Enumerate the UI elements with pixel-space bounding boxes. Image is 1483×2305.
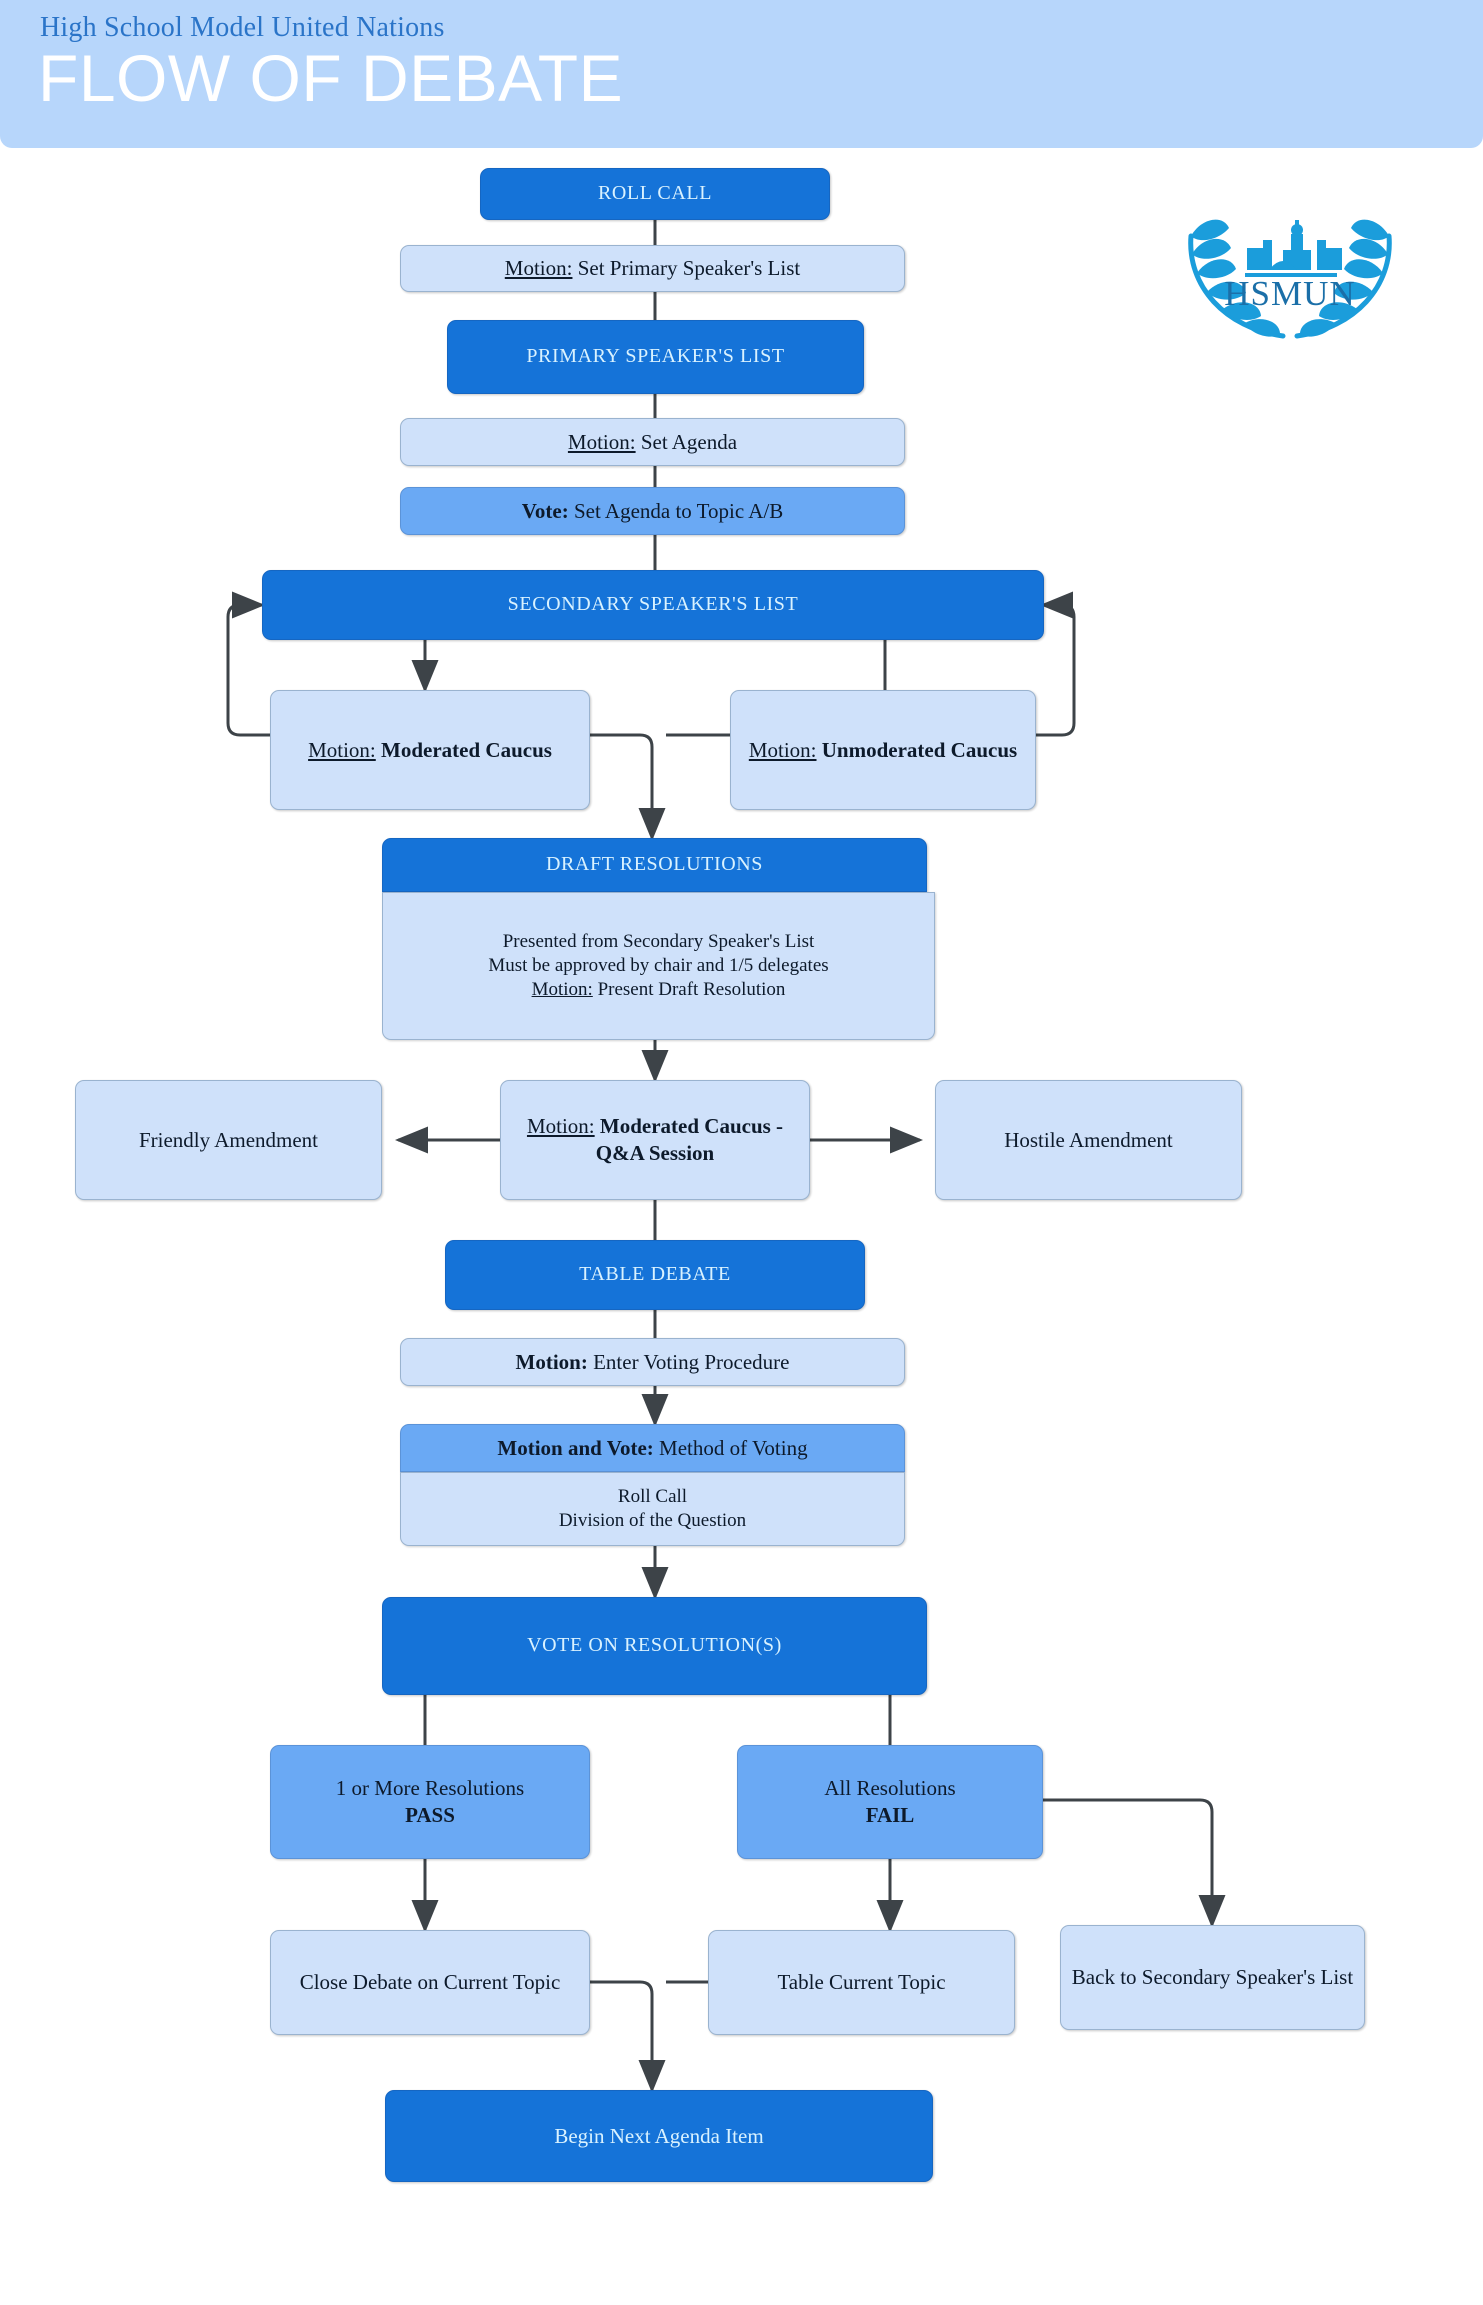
node-friendly-amendment[interactable]: Friendly Amendment bbox=[75, 1080, 382, 1200]
motion-text: Enter Voting Procedure bbox=[587, 1349, 790, 1374]
vote-text: Set Agenda to Topic A/B bbox=[568, 498, 784, 523]
motion-label: Motion: bbox=[531, 979, 593, 1001]
node-begin-next-agenda[interactable]: Begin Next Agenda Item bbox=[385, 2090, 933, 2182]
voting-method-division: Division of the Question bbox=[558, 1510, 747, 1531]
node-motion-primary-speakers-list[interactable]: Motion: Set Primary Speaker's List bbox=[400, 245, 905, 292]
node-motion-vote-method[interactable]: Motion and Vote: Method of Voting bbox=[400, 1424, 905, 1472]
node-back-to-secondary[interactable]: Back to Secondary Speaker's List bbox=[1060, 1925, 1365, 2030]
motion-label: Motion: bbox=[515, 1349, 588, 1374]
page-title: FLOW OF DEBATE bbox=[38, 41, 624, 115]
node-voting-methods: Roll Call Division of the Question bbox=[400, 1472, 905, 1546]
motion-label: Motion: bbox=[748, 737, 817, 762]
node-secondary-speakers-list[interactable]: SECONDARY SPEAKER'S LIST bbox=[262, 570, 1044, 640]
motion-label: Motion: bbox=[308, 737, 376, 762]
motion-text: Moderated Caucus - Q&A Session bbox=[594, 1114, 784, 1165]
vote-label: Vote: bbox=[521, 498, 569, 523]
node-hostile-amendment[interactable]: Hostile Amendment bbox=[935, 1080, 1242, 1200]
fail-line-1: All Resolutions bbox=[824, 1776, 956, 1801]
voting-method-roll-call: Roll Call bbox=[617, 1485, 688, 1507]
node-roll-call[interactable]: ROLL CALL bbox=[480, 168, 830, 220]
node-motion-moderated-caucus[interactable]: Motion: Moderated Caucus bbox=[270, 690, 590, 810]
motion-text: Set Agenda bbox=[635, 429, 738, 454]
motion-text: Set Primary Speaker's List bbox=[572, 256, 801, 281]
motion-vote-label: Motion and Vote: bbox=[497, 1435, 654, 1460]
node-vote-set-agenda[interactable]: Vote: Set Agenda to Topic A/B bbox=[400, 487, 905, 535]
draft-detail-line-2: Must be approved by chair and 1/5 delega… bbox=[488, 954, 829, 976]
node-vote-on-resolutions[interactable]: VOTE ON RESOLUTION(S) bbox=[382, 1597, 927, 1695]
node-motion-set-agenda[interactable]: Motion: Set Agenda bbox=[400, 418, 905, 466]
node-draft-resolutions[interactable]: DRAFT RESOLUTIONS bbox=[382, 838, 927, 892]
page-header: High School Model United Nations FLOW OF… bbox=[0, 0, 1483, 148]
node-resolutions-pass[interactable]: 1 or More Resolutions PASS bbox=[270, 1745, 590, 1859]
node-table-debate[interactable]: TABLE DEBATE bbox=[445, 1240, 865, 1310]
node-table-current-topic[interactable]: Table Current Topic bbox=[708, 1930, 1015, 2035]
motion-text: Present Draft Resolution bbox=[592, 979, 786, 1001]
motion-label: Motion: bbox=[504, 256, 573, 281]
motion-label: Motion: bbox=[526, 1114, 595, 1139]
fail-line-2: FAIL bbox=[865, 1803, 915, 1827]
node-motion-moderated-qa[interactable]: Motion: Moderated Caucus - Q&A Session bbox=[500, 1080, 810, 1200]
motion-vote-text: Method of Voting bbox=[653, 1435, 808, 1460]
header-subtitle: High School Model United Nations bbox=[40, 12, 445, 43]
draft-detail-line-1: Presented from Secondary Speaker's List bbox=[502, 930, 815, 952]
node-close-debate[interactable]: Close Debate on Current Topic bbox=[270, 1930, 590, 2035]
node-motion-unmoderated-caucus[interactable]: Motion: Unmoderated Caucus bbox=[730, 690, 1036, 810]
hsmun-logo-icon: HSMUN bbox=[1188, 219, 1392, 339]
motion-text: Unmoderated Caucus bbox=[816, 737, 1018, 762]
hsmun-logo: HSMUN bbox=[1165, 178, 1415, 348]
node-motion-enter-voting[interactable]: Motion: Enter Voting Procedure bbox=[400, 1338, 905, 1386]
pass-line-1: 1 or More Resolutions bbox=[335, 1776, 525, 1801]
motion-text: Moderated Caucus bbox=[375, 737, 552, 762]
node-draft-resolutions-detail: Presented from Secondary Speaker's List … bbox=[382, 892, 935, 1040]
pass-line-2: PASS bbox=[405, 1803, 455, 1827]
motion-label: Motion: bbox=[567, 429, 636, 454]
node-resolutions-fail[interactable]: All Resolutions FAIL bbox=[737, 1745, 1043, 1859]
hsmun-logo-text: HSMUN bbox=[1224, 274, 1355, 313]
draft-detail-line-3: Motion: Present Draft Resolution bbox=[393, 978, 924, 1002]
node-primary-speakers-list[interactable]: PRIMARY SPEAKER'S LIST bbox=[447, 320, 864, 394]
